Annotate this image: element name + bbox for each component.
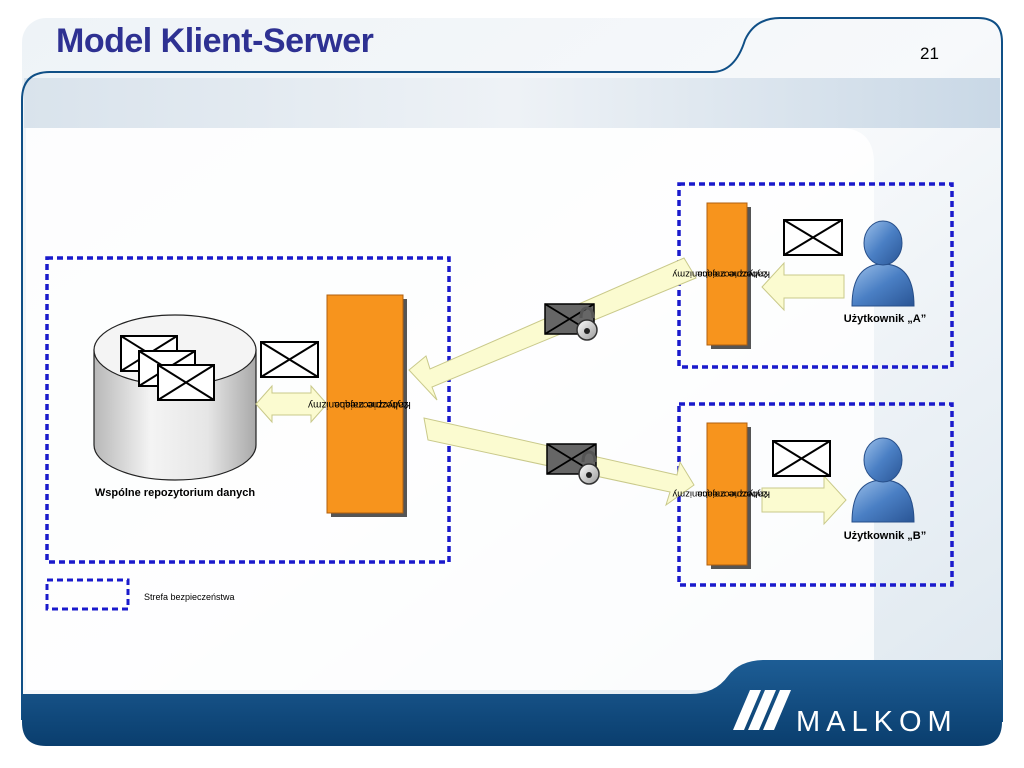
security-mechanism-user-a <box>706 202 748 346</box>
encrypted-envelope-icon <box>544 303 598 341</box>
arrow-user-a-to-mechanism <box>761 261 845 312</box>
user-icon <box>851 437 915 523</box>
envelope-icon <box>260 341 319 378</box>
legend-zone-sample <box>45 578 130 611</box>
envelope-icon <box>772 440 831 477</box>
user-icon <box>851 220 915 307</box>
user-a-label: Użytkownik „A” <box>843 313 927 325</box>
header-band <box>24 78 1000 128</box>
security-zone-server <box>45 256 451 564</box>
security-mechanism-server <box>326 294 404 514</box>
malkom-logo <box>733 690 791 730</box>
page-title: Model Klient-Serwer <box>56 22 374 60</box>
encrypted-envelope-icon <box>546 443 600 485</box>
legend-label: Strefa bezpieczeństwa <box>144 592 235 602</box>
page-number: 21 <box>920 44 939 63</box>
envelope-icon <box>783 219 843 256</box>
repository-label: Wspólne repozytorium danych <box>94 487 256 499</box>
logo-text: MALKOM <box>796 706 958 738</box>
user-b-label: Użytkownik „B” <box>843 530 927 542</box>
arrow-mechanism-to-user-b <box>761 474 847 526</box>
header-curve <box>21 17 1003 722</box>
envelope-icon <box>120 335 215 401</box>
security-mechanism-user-b <box>706 422 748 566</box>
security-zone-user-b <box>677 402 954 587</box>
